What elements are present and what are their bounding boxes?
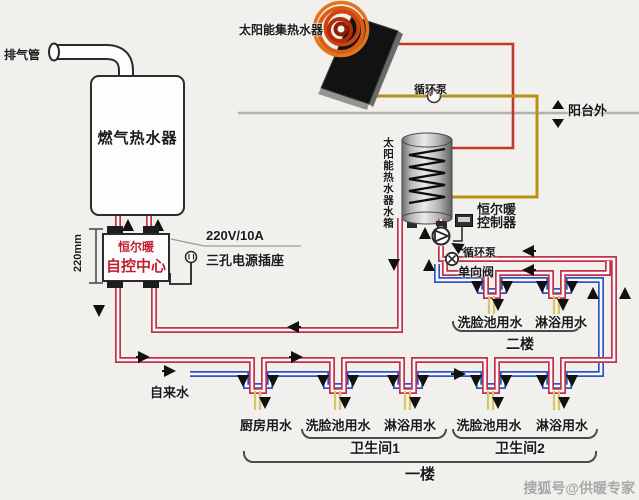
floor2-label: 二楼 [506,336,534,352]
solar-coil-icon [312,0,370,58]
solar-return-pipe [368,94,539,199]
solar-collector-label: 太阳能集热水器 [239,23,324,37]
balcony-down-triangle-icon [552,119,564,128]
controller-box [455,214,473,227]
hot-pipes [115,216,617,394]
bathroom1-label: 卫生间1 [350,440,400,456]
pump-pointer-arrow [451,242,469,255]
floor1-bracket [243,451,597,463]
tank-pump-symbol [431,221,451,246]
controller-label-line2: 控制器 [477,215,517,230]
floor1-label: 一楼 [404,466,435,483]
controller-label-line1: 恒尔暖 [477,202,517,217]
watermark: 搜狐号@供暖专家 [523,480,635,496]
dimension-label: 220mm [72,234,84,272]
exhaust-pipe-label: 排气管 [4,48,41,62]
check-valve-symbol [444,251,460,267]
controller-screen [458,217,470,222]
control-center-port [107,281,123,288]
power-socket-label: 三孔电源插座 [206,253,285,268]
callout-leader [170,238,301,247]
control-center-brand: 恒尔暖 [117,240,154,254]
flue-pipe [48,42,134,78]
balcony-label: 阳台外 [568,103,608,118]
bathroom2-label: 卫生间2 [495,440,545,456]
power-spec-label: 220V/10A [206,228,264,243]
solar-pump-symbol [426,88,442,104]
control-center-port [143,226,159,233]
control-center-title: 自控中心 [105,258,166,275]
tank-body [401,132,453,228]
gas-heater-label: 燃气热水器 [97,130,178,147]
tank-pump-label: 循环泵 [463,247,496,259]
dimension-lines [89,228,103,284]
gas-water-heater: 燃气热水器 [90,75,185,216]
check-valve-label: 单向阀 [458,265,495,279]
tap-water-label: 自来水 [150,385,190,400]
power-plug-symbol [169,250,198,285]
tank-label: 太阳能热水器水箱 [382,137,394,229]
kitchen-label: 厨房用水 [239,418,292,433]
solar-panel [318,15,403,110]
bathroom2-basin-label: 洗脸池用水 [456,418,522,433]
solar-pump-label: 循环泵 [414,84,447,96]
flow-arrows [93,219,631,409]
control-center: 恒尔暖 自控中心 [102,233,170,282]
control-center-port [107,226,123,233]
control-center-port [143,281,159,288]
floor2-shower-label: 淋浴用水 [534,315,587,330]
floor2-basin-label: 洗脸池用水 [457,315,523,330]
controller-wire [453,227,463,242]
tank-coil [408,147,446,205]
bathroom1-shower-label: 淋浴用水 [383,418,436,433]
bathroom1-basin-label: 洗脸池用水 [305,418,371,433]
bathroom2-shower-label: 淋浴用水 [535,418,588,433]
balcony-up-triangle-icon [552,100,564,109]
